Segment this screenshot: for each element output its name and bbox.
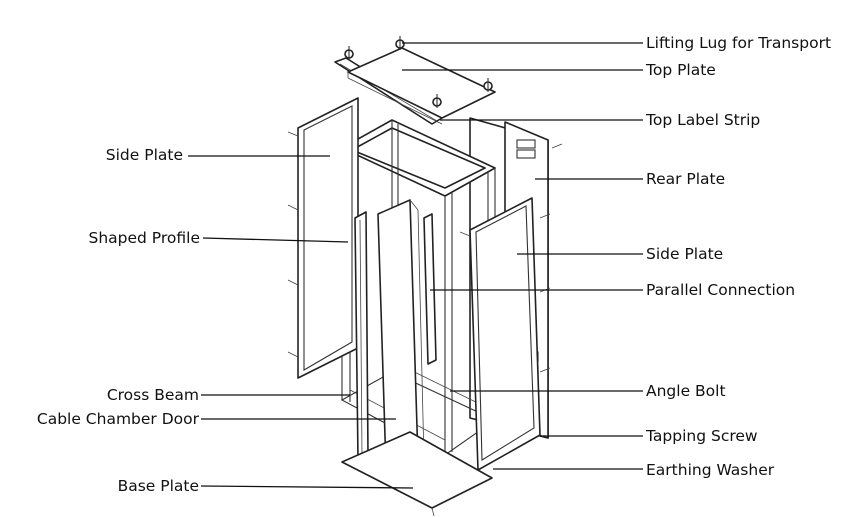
label-earthing-washer: Earthing Washer <box>646 461 775 479</box>
base-plate-part <box>341 431 493 517</box>
leader-shaped-profile <box>202 237 349 243</box>
label-side-plate-left: Side Plate <box>106 146 183 164</box>
leader-lines <box>188 42 643 489</box>
cable-chamber-door-part <box>377 199 425 469</box>
left-side-plate-part <box>287 97 359 379</box>
label-shaped-profile: Shaped Profile <box>89 229 201 247</box>
label-rear-plate: Rear Plate <box>646 170 725 188</box>
frame-part <box>340 119 497 456</box>
label-tapping-screw: Tapping Screw <box>645 427 758 445</box>
labels: Lifting Lug for Transport Top Plate Top … <box>37 34 831 495</box>
label-base-plate: Base Plate <box>118 477 199 495</box>
label-top-plate: Top Plate <box>645 61 716 79</box>
label-side-plate-right: Side Plate <box>646 245 723 263</box>
label-cable-chamber-door: Cable Chamber Door <box>37 410 200 428</box>
label-lifting-lug: Lifting Lug for Transport <box>646 34 831 52</box>
shaped-profile-part <box>354 211 369 461</box>
right-side-plate-part <box>459 143 563 471</box>
leader-base-plate <box>200 485 414 489</box>
label-angle-bolt: Angle Bolt <box>646 382 726 400</box>
top-plate-part <box>347 47 496 125</box>
label-cross-beam: Cross Beam <box>107 386 199 404</box>
lifting-lug-parts <box>344 36 493 108</box>
parallel-connection-part <box>423 213 437 365</box>
cabinet-drawing <box>287 36 563 517</box>
label-parallel-connection: Parallel Connection <box>646 281 795 299</box>
label-top-label-strip: Top Label Strip <box>645 111 760 129</box>
